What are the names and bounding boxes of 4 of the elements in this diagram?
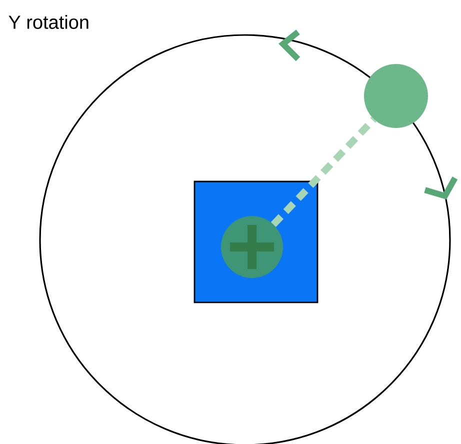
pivot-circle xyxy=(221,216,283,278)
handle-circle xyxy=(364,64,428,128)
title: Y rotation xyxy=(8,15,88,29)
dashed-line xyxy=(270,116,376,227)
